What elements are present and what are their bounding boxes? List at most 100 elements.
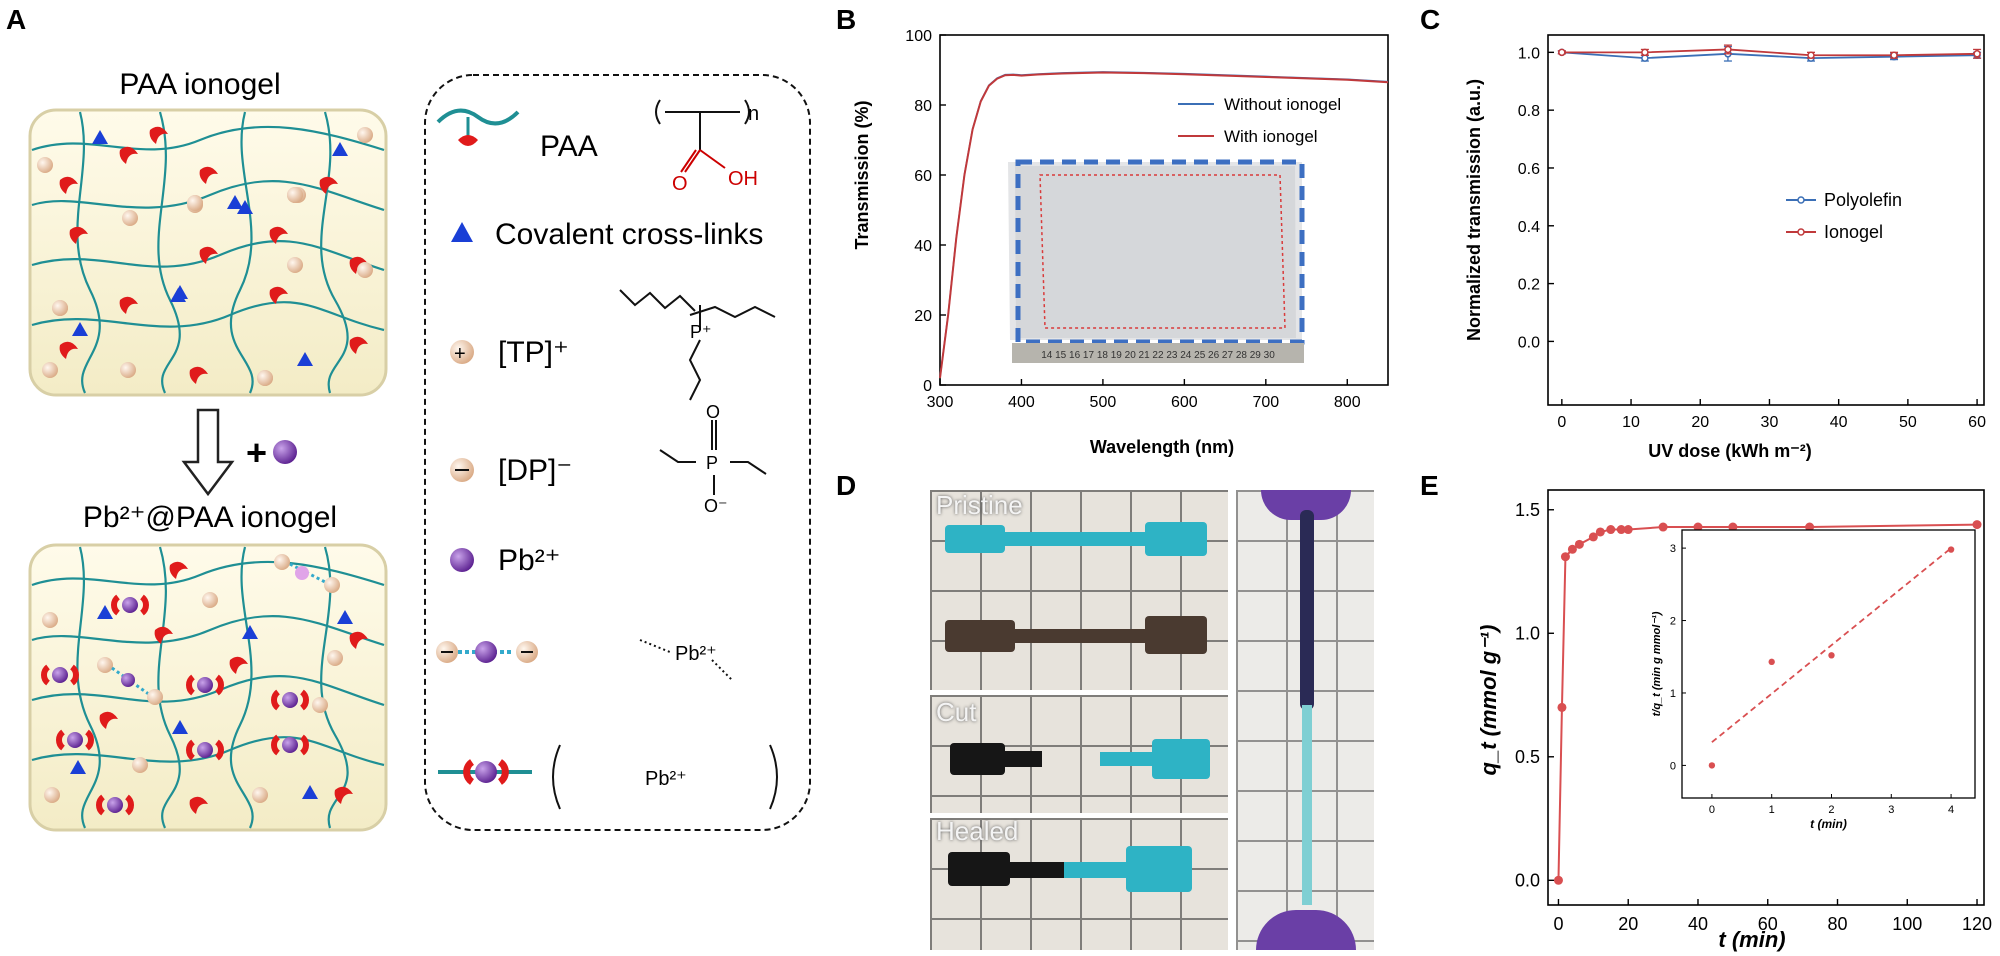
x-tick-label: 40	[1688, 914, 1708, 934]
inset-frame	[1681, 529, 1976, 799]
panel-letter-d: D	[836, 470, 857, 501]
y-tick-label: 60	[914, 168, 932, 185]
data-point	[1972, 520, 1982, 530]
data-point	[1724, 45, 1732, 54]
y-tick-label: 0.8	[1518, 103, 1540, 120]
x-tick-label: 400	[1008, 394, 1035, 411]
pb-paa-ionogel-block	[28, 543, 388, 832]
x-tick-label: 600	[1171, 394, 1198, 411]
panel-letter-e: E	[1420, 470, 1439, 501]
cut-blue-piece	[1100, 752, 1155, 766]
panel-letter-c: C	[1420, 4, 1441, 35]
inset-data-point	[1828, 652, 1835, 659]
data-point	[1616, 525, 1626, 535]
legend-label: Polyolefin	[1824, 190, 1902, 210]
inset-fit-line	[1711, 547, 1952, 743]
legend-pb-dp-bridge: Pb²⁺	[436, 639, 733, 681]
data-point	[1728, 522, 1738, 532]
data-point	[1658, 522, 1668, 532]
series-line-with-ionogel	[939, 71, 1389, 379]
plus-sign: +	[246, 432, 267, 473]
chart-b-ylabel: Transmission (%)	[852, 100, 872, 249]
legend-paa: PAA n O OH	[436, 99, 759, 195]
legend-dp: [DP]⁻ O P O⁻	[450, 402, 767, 516]
chart-c-ylabel: Normalized transmission (a.u.)	[1464, 79, 1484, 341]
chem-o: O	[672, 173, 688, 195]
panel-letter-b: B	[836, 4, 857, 35]
inset-y-tick-label: 1	[1670, 688, 1676, 700]
data-point	[1557, 702, 1567, 712]
polymer-network	[31, 111, 385, 394]
x-tick-label: 10	[1622, 414, 1640, 431]
photo-healed: Healed	[930, 818, 1228, 950]
cut-label: Cut	[936, 697, 977, 727]
plot-frame	[939, 34, 1389, 386]
triangle-icon	[451, 222, 473, 242]
inset-y-tick-label: 0	[1670, 760, 1676, 772]
x-tick-label: 20	[1691, 414, 1709, 431]
data-point	[1805, 522, 1815, 532]
legend-pb: Pb²⁺	[450, 544, 561, 577]
x-tick-label: 800	[1334, 394, 1361, 411]
inset-ylabel: t/q_t (min g mmol⁻¹)	[1651, 611, 1663, 716]
series-line	[1561, 51, 1978, 60]
y-tick-label: 20	[914, 308, 932, 325]
inset-x-tick-label: 0	[1709, 804, 1715, 816]
x-tick-label: 0	[1557, 414, 1566, 431]
pristine-blue-sample	[945, 522, 1207, 556]
legend-crosslinks-label: Covalent cross-links	[495, 218, 763, 251]
chem-o-dp: O	[706, 402, 720, 422]
legend-label: Without ionogel	[1224, 95, 1341, 114]
x-tick-label: 120	[1962, 914, 1992, 934]
chem-p-dp: P	[706, 453, 718, 473]
chem-o-minus-dp: O⁻	[704, 496, 728, 516]
data-point	[1553, 875, 1563, 885]
legend-label: With ionogel	[1224, 127, 1318, 146]
legend-marker	[1797, 196, 1805, 204]
inset-data-point	[1768, 658, 1775, 666]
glove-bottom	[1256, 910, 1356, 950]
x-tick-label: 100	[1892, 914, 1922, 934]
y-tick-label: 1.0	[1515, 623, 1540, 643]
pb-dp-bridges	[97, 554, 340, 705]
legend-marker	[1797, 228, 1805, 236]
x-tick-label: 60	[1758, 914, 1778, 934]
photo-cut: Cut	[930, 695, 1228, 813]
legend-crosslinks: Covalent cross-links	[451, 218, 763, 251]
x-tick-label: 30	[1761, 414, 1779, 431]
legend-pb-label: Pb²⁺	[498, 544, 561, 577]
x-tick-label: 20	[1618, 914, 1638, 934]
x-tick-label: 700	[1252, 394, 1279, 411]
healed-blue-half	[1064, 862, 1130, 878]
y-tick-label: 0.4	[1518, 219, 1540, 236]
ruler-text: 14 15 16 17 18 19 20 21 22 23 24 25 26 2…	[1041, 350, 1275, 361]
chem-n: n	[748, 103, 759, 125]
inset-x-tick-label: 3	[1888, 804, 1894, 816]
inset-x-tick-label: 1	[1769, 804, 1775, 816]
inset-x-tick-label: 4	[1948, 804, 1954, 816]
data-point	[1588, 532, 1598, 542]
x-tick-label: 40	[1830, 414, 1848, 431]
x-tick-label: 50	[1899, 414, 1917, 431]
inset-y-tick-label: 3	[1670, 543, 1676, 555]
y-tick-label: 40	[914, 238, 932, 255]
x-tick-label: 300	[927, 394, 954, 411]
inset-x-tick-label: 2	[1828, 804, 1834, 816]
paa-groups	[59, 126, 368, 384]
crosslink-triangles	[72, 130, 348, 366]
y-tick-label: 80	[914, 98, 932, 115]
panel-a-schematic: PAA ionogel	[28, 68, 811, 832]
y-tick-label: 0	[923, 378, 932, 395]
healed-black-half	[948, 852, 1010, 886]
inset-xlabel: t (min)	[1810, 817, 1847, 831]
data-point	[1693, 522, 1703, 532]
legend-box	[424, 74, 811, 831]
chem-oh: OH	[728, 168, 758, 190]
legend-tp: + [TP]⁺ P⁺	[450, 289, 776, 401]
data-point	[1574, 539, 1584, 549]
pristine-black-sample	[945, 616, 1207, 654]
chart-c-xlabel: UV dose (kWh m⁻²)	[1648, 441, 1812, 461]
paa-ionogel-title: PAA ionogel	[119, 68, 280, 101]
chem-pb-dp: Pb²⁺	[675, 643, 717, 665]
